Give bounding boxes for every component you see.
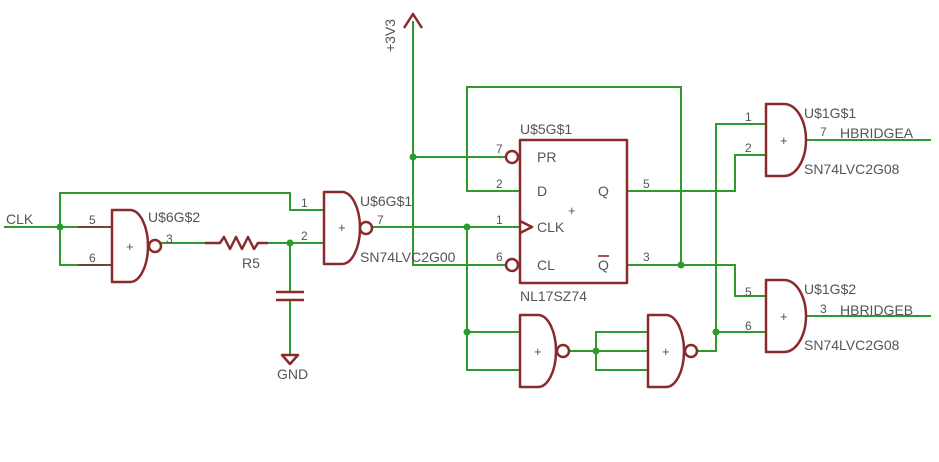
clock-triangle-icon <box>519 219 534 235</box>
pin-number: 5 <box>89 213 96 227</box>
pin-number: 3 <box>166 232 173 246</box>
pr-bubble-icon <box>504 149 520 165</box>
part-name: U$5G$1 <box>520 121 572 137</box>
pin-label-pr: PR <box>537 149 556 165</box>
nand-gate-bottom-1: + <box>518 313 571 389</box>
gate-symbol: + <box>534 344 542 359</box>
and-body-icon <box>764 102 808 178</box>
wire-nand2-out <box>696 123 767 352</box>
inverter-bubble-icon <box>555 343 571 359</box>
inverter-bubble-icon <box>683 343 699 359</box>
inverter-bubble-icon <box>147 238 163 254</box>
part-name: U$6G$1 <box>360 193 412 209</box>
wire-nand-link-split <box>595 331 649 371</box>
output-net-label-a: HBRIDGEA <box>840 125 914 141</box>
pin-number: 6 <box>496 250 503 264</box>
capacitor-icon <box>276 290 304 302</box>
nand-gate-u6g1: + 1 2 7 U$6G$1 SN74LVC2G00 <box>301 190 456 266</box>
resistor-zigzag-icon <box>205 235 268 251</box>
part-value: NL17SZ74 <box>520 288 587 304</box>
junction-dot <box>592 347 600 355</box>
junctions <box>56 153 720 355</box>
part-name: R5 <box>242 255 260 271</box>
and-gate-u1g2: + 5 6 3 U$1G$2 SN74LVC2G08 HBRIDGEB <box>745 278 913 354</box>
pin-number: 7 <box>820 125 827 139</box>
vcc-supply: +3V3 <box>382 12 424 52</box>
pin-label-qbar: Q <box>598 257 609 273</box>
pin-number: 1 <box>301 196 308 210</box>
pin-label-q: Q <box>598 183 609 199</box>
wire-clk-top-bus <box>59 192 323 211</box>
pin-number: 1 <box>496 213 503 227</box>
inverter-bubble-icon <box>358 220 374 236</box>
resistor-r5: R5 <box>205 235 268 271</box>
part-name: U$1G$1 <box>804 105 856 121</box>
pin-label-cl: CL <box>537 257 555 273</box>
nand-body-icon <box>518 313 558 389</box>
flipflop-u5g1: + PR D CLK CL Q Q 7 2 1 6 5 3 U$5G$1 NL1… <box>496 121 650 304</box>
vcc-label: +3V3 <box>382 19 398 52</box>
pin-number: 6 <box>89 251 96 265</box>
nand-gate-u6g2: + 5 6 3 U$6G$2 <box>78 208 200 284</box>
and-gate-u1g1: + 1 2 7 U$1G$1 SN74LVC2G08 HBRIDGEA <box>745 102 914 178</box>
pin-label-clk: CLK <box>537 219 565 235</box>
wires <box>4 21 931 371</box>
wire-feedback-top <box>466 86 682 266</box>
pin-line <box>78 226 112 266</box>
gate-symbol: + <box>780 133 788 148</box>
pin-number: 6 <box>745 319 752 333</box>
junction-dot <box>677 261 685 269</box>
pin-number: 2 <box>301 229 308 243</box>
nand-body-icon <box>110 208 150 284</box>
part-value: SN74LVC2G08 <box>804 337 900 353</box>
part-name: U$1G$2 <box>804 281 856 297</box>
clk-net-label: CLK <box>6 211 34 227</box>
vcc-arrow-icon <box>402 12 424 29</box>
part-value: SN74LVC2G00 <box>360 249 456 265</box>
pin-label-d: D <box>537 183 547 199</box>
pin-number: 3 <box>643 250 650 264</box>
junction-dot <box>286 239 294 247</box>
cl-bubble-icon <box>504 257 520 273</box>
pin-number: 5 <box>643 177 650 191</box>
gnd-label: GND <box>277 366 308 382</box>
junction-dot <box>463 328 471 336</box>
gate-symbol: + <box>338 220 346 235</box>
junction-dot <box>463 223 471 231</box>
flipflop-body <box>518 138 629 285</box>
pin-number: 2 <box>745 141 752 155</box>
ground-icon <box>280 353 300 366</box>
pin-number: 2 <box>496 177 503 191</box>
junction-dot <box>56 223 64 231</box>
nand-body-icon <box>646 313 686 389</box>
pin-number: 7 <box>377 213 384 227</box>
junction-dot <box>409 153 417 161</box>
wire-vcc-rail <box>412 21 506 266</box>
pin-number: 7 <box>496 142 503 156</box>
part-name: U$6G$2 <box>148 209 200 225</box>
output-net-label-b: HBRIDGEB <box>840 302 913 318</box>
part-value: SN74LVC2G08 <box>804 161 900 177</box>
gate-symbol: + <box>662 344 670 359</box>
wire-clk-down <box>466 226 521 371</box>
and-body-icon <box>764 278 808 354</box>
capacitor <box>276 290 304 302</box>
pin-number: 1 <box>745 110 752 124</box>
gate-symbol: + <box>126 239 134 254</box>
part-symbol: + <box>568 203 576 218</box>
wire-q-out <box>626 154 767 192</box>
nand-gate-bottom-2: + <box>646 313 699 389</box>
gnd-symbol: GND <box>277 353 308 382</box>
gate-symbol: + <box>780 309 788 324</box>
pin-number: 5 <box>745 285 752 299</box>
pin-number: 3 <box>820 302 827 316</box>
junction-dot <box>712 328 720 336</box>
